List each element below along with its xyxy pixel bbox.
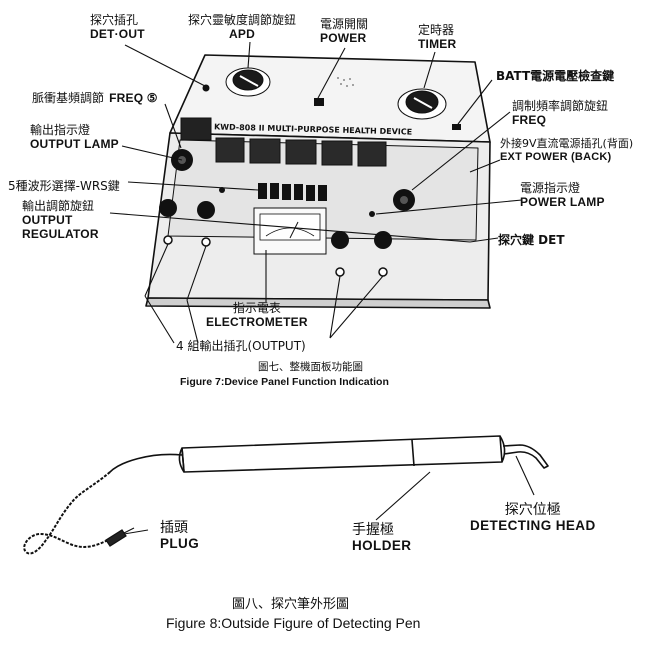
label-apd: 探穴靈敏度調節旋鈕 APD <box>188 13 297 41</box>
detecting-pen <box>109 435 549 473</box>
label-det: 探穴鍵 DET <box>498 233 565 247</box>
figure8-caption-zh: 圖八、探穴筆外形圖 <box>232 597 350 612</box>
label-plug: 插頭 PLUG <box>160 520 200 552</box>
power-switch[interactable] <box>314 98 324 106</box>
display-windows <box>215 137 387 167</box>
label-electrometer: 指示電表 ELECTROMETER <box>206 301 308 329</box>
pen-cable <box>23 471 111 555</box>
electrometer-meter <box>253 207 327 255</box>
label-output-lamp: 輸出指示燈 OUTPUT LAMP <box>30 123 119 151</box>
device-illustration <box>145 54 491 309</box>
pen-plug <box>105 527 135 547</box>
label-power-lamp: 電源指示燈 POWER LAMP <box>520 181 605 209</box>
figure8-caption-en: Figure 8:Outside Figure of Detecting Pen <box>166 615 421 631</box>
pen-callout-lines <box>123 455 535 535</box>
label-timer: 定時器 TIMER <box>418 23 457 51</box>
label-power: 電源開關 POWER <box>320 17 369 45</box>
brand-logo <box>180 117 212 141</box>
det-out-jack[interactable] <box>202 84 210 92</box>
mod-freq-knob[interactable] <box>393 189 415 211</box>
label-mod-freq: 調制頻率調節旋鈕 FREQ <box>512 99 609 127</box>
speaker-grille <box>337 77 354 87</box>
label-ext-power: 外接9V直流電源插孔(背面) EXT POWER (BACK) <box>500 137 634 163</box>
batt-check-button[interactable] <box>452 124 461 130</box>
label-holder: 手握極 HOLDER <box>352 522 412 554</box>
label-wrs: 5種波形選擇-WRS鍵 <box>8 179 120 193</box>
callout-lines <box>109 41 523 344</box>
label-base-freq: 脈衝基頻調節 FREQ ⑤ <box>32 91 158 105</box>
label-detecting-head: 探穴位極 DETECTING HEAD <box>470 502 596 534</box>
wrs-buttons[interactable] <box>258 183 327 201</box>
output-lamp <box>219 187 225 193</box>
apd-knob[interactable] <box>225 67 271 97</box>
figure7-caption-en: Figure 7:Device Panel Function Indicatio… <box>180 376 389 388</box>
timer-knob[interactable] <box>397 88 447 120</box>
label-det-out: 探穴插孔 DET·OUT <box>90 13 145 41</box>
label-output: 4 組輸出插孔(OUTPUT) <box>176 339 306 353</box>
output-regulator-knobs[interactable] <box>159 199 392 249</box>
figure7-caption-zh: 圖七、整機面板功能圖 <box>258 361 363 373</box>
label-batt: BATT電源電壓檢查鍵 <box>496 69 615 83</box>
label-output-regulator: 輸出調節旋鈕 OUTPUT REGULATOR <box>22 199 99 241</box>
power-lamp <box>369 211 375 217</box>
